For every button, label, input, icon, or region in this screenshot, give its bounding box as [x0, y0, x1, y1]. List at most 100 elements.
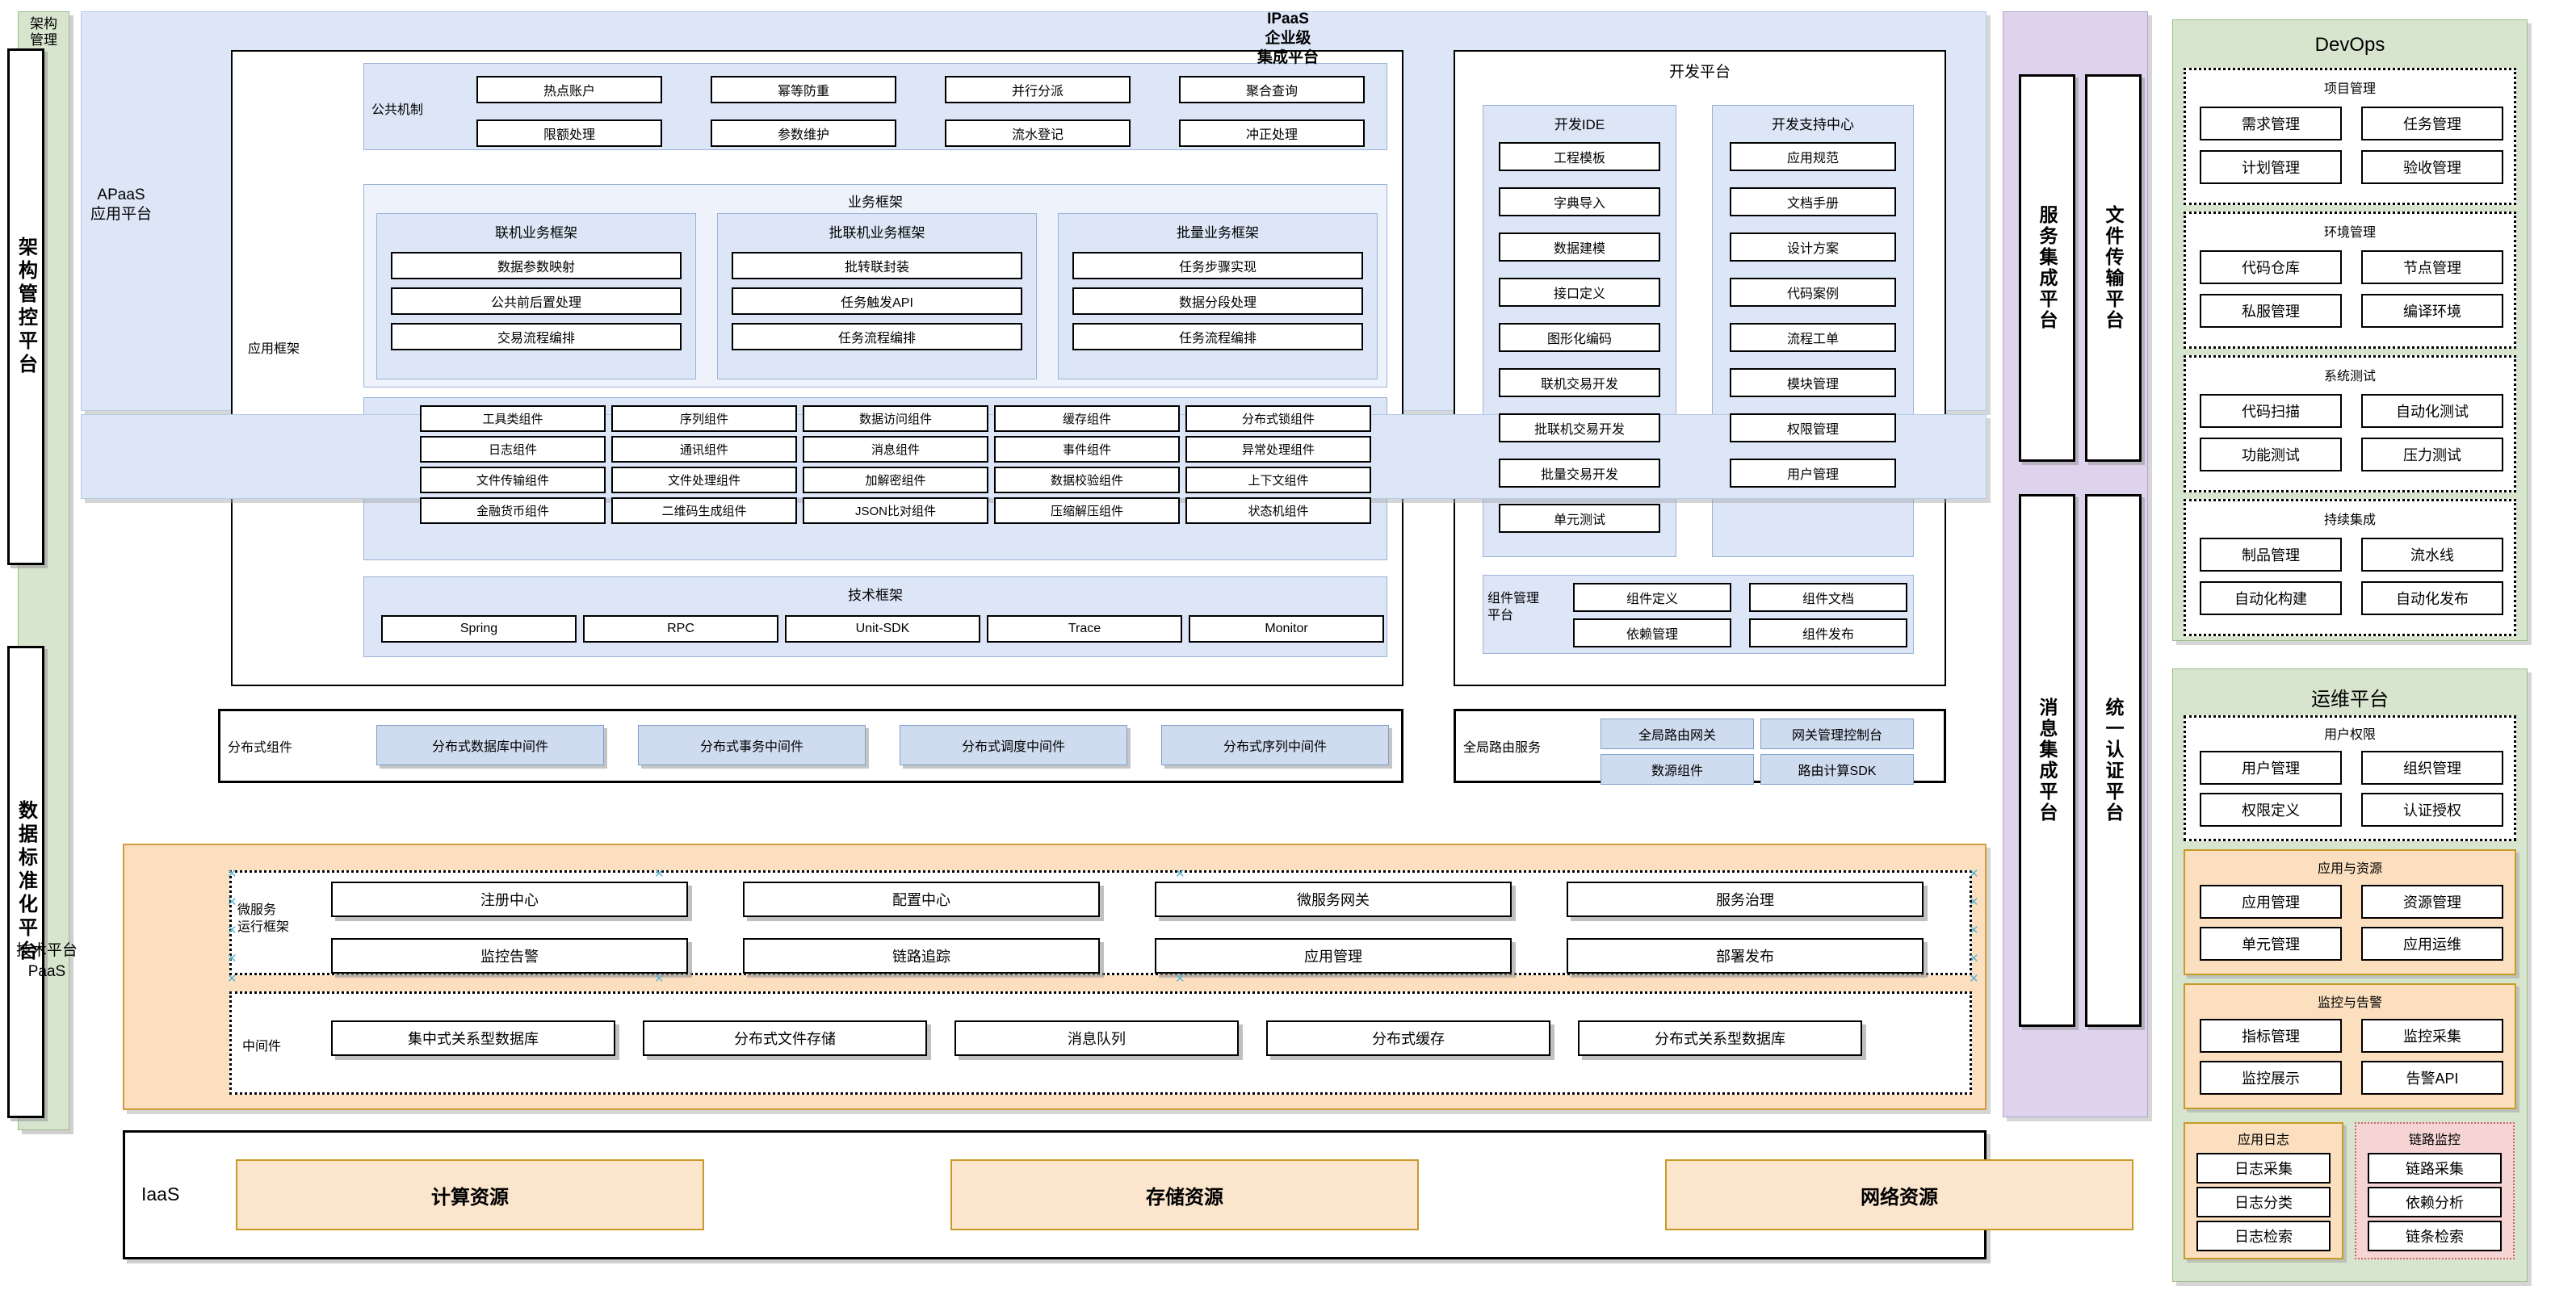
diagram-cell[interactable]: 文件传输组件	[420, 467, 606, 493]
diagram-cell[interactable]: 权限定义	[2200, 793, 2342, 827]
diagram-cell[interactable]: 自动化构建	[2200, 581, 2342, 615]
microservice-cell[interactable]: 注册中心	[331, 882, 688, 917]
diagram-cell[interactable]: 交易流程编排	[391, 323, 682, 350]
diagram-cell[interactable]: 告警API	[2361, 1061, 2503, 1095]
diagram-cell[interactable]: 通讯组件	[611, 436, 797, 463]
diagram-cell[interactable]: 字典导入	[1499, 187, 1660, 216]
distributed-component-cell[interactable]: 分布式事务中间件	[638, 725, 866, 765]
diagram-cell[interactable]: 金融货币组件	[420, 497, 606, 524]
diagram-cell[interactable]: 二维码生成组件	[611, 497, 797, 524]
ipaas-card[interactable]: 文件传输平台	[2085, 74, 2142, 462]
iaas-resource-button[interactable]: 网络资源	[1665, 1159, 2133, 1230]
diagram-cell[interactable]: RPC	[583, 615, 778, 643]
diagram-cell[interactable]: 认证授权	[2361, 793, 2503, 827]
diagram-cell[interactable]: 链路采集	[2368, 1153, 2502, 1184]
diagram-cell[interactable]: 文件处理组件	[611, 467, 797, 493]
distributed-component-cell[interactable]: 分布式序列中间件	[1161, 725, 1389, 765]
diagram-cell[interactable]: 用户管理	[2200, 751, 2342, 785]
diagram-cell[interactable]: 自动化发布	[2361, 581, 2503, 615]
microservice-cell[interactable]: 微服务网关	[1155, 882, 1512, 917]
diagram-cell[interactable]: Trace	[987, 615, 1182, 643]
diagram-cell[interactable]: JSON比对组件	[803, 497, 988, 524]
diagram-cell[interactable]: 节点管理	[2361, 250, 2503, 284]
microservice-cell[interactable]: 应用管理	[1155, 938, 1512, 974]
diagram-cell[interactable]: 分布式锁组件	[1185, 405, 1371, 432]
distributed-component-cell[interactable]: 分布式调度中间件	[900, 725, 1127, 765]
diagram-cell[interactable]: 并行分派	[945, 76, 1131, 103]
diagram-cell[interactable]: 数据校验组件	[994, 467, 1180, 493]
diagram-cell[interactable]: 日志检索	[2196, 1221, 2331, 1251]
diagram-cell[interactable]: 流水登记	[945, 119, 1131, 147]
diagram-cell[interactable]: 自动化测试	[2361, 394, 2503, 428]
diagram-cell[interactable]: 聚合查询	[1179, 76, 1365, 103]
diagram-cell[interactable]: 功能测试	[2200, 438, 2342, 471]
diagram-cell[interactable]: 流水线	[2361, 538, 2503, 572]
diagram-cell[interactable]: 任务流程编排	[732, 323, 1022, 350]
diagram-cell[interactable]: Spring	[381, 615, 577, 643]
diagram-cell[interactable]: 批联机交易开发	[1499, 413, 1660, 442]
middleware-cell[interactable]: 分布式文件存储	[643, 1020, 927, 1056]
diagram-cell[interactable]: 加解密组件	[803, 467, 988, 493]
diagram-cell[interactable]: 计划管理	[2200, 150, 2342, 184]
diagram-cell[interactable]: 组件定义	[1573, 583, 1731, 612]
diagram-cell[interactable]: 组织管理	[2361, 751, 2503, 785]
diagram-cell[interactable]: 文档手册	[1730, 187, 1896, 216]
diagram-cell[interactable]: 任务管理	[2361, 107, 2503, 140]
diagram-cell[interactable]: 工具类组件	[420, 405, 606, 432]
diagram-cell[interactable]: 事件组件	[994, 436, 1180, 463]
diagram-cell[interactable]: 应用管理	[2200, 885, 2342, 919]
middleware-cell[interactable]: 消息队列	[954, 1020, 1239, 1056]
global-routing-cell[interactable]: 数源组件	[1601, 754, 1754, 785]
diagram-cell[interactable]: 批转联封装	[732, 252, 1022, 279]
diagram-cell[interactable]: 消息组件	[803, 436, 988, 463]
diagram-cell[interactable]: 日志分类	[2196, 1187, 2331, 1217]
diagram-cell[interactable]: 上下文组件	[1185, 467, 1371, 493]
left-card-data-standard[interactable]: 数据标准化平台	[7, 646, 44, 1118]
diagram-cell[interactable]: 指标管理	[2200, 1019, 2342, 1053]
diagram-cell[interactable]: 数据参数映射	[391, 252, 682, 279]
middleware-cell[interactable]: 分布式关系型数据库	[1578, 1020, 1862, 1056]
diagram-cell[interactable]: 接口定义	[1499, 278, 1660, 307]
diagram-cell[interactable]: 编译环境	[2361, 294, 2503, 328]
diagram-cell[interactable]: 数据分段处理	[1072, 287, 1363, 315]
diagram-cell[interactable]: 幂等防重	[711, 76, 896, 103]
diagram-cell[interactable]: 压缩解压组件	[994, 497, 1180, 524]
distributed-component-cell[interactable]: 分布式数据库中间件	[376, 725, 604, 765]
diagram-cell[interactable]: 序列组件	[611, 405, 797, 432]
diagram-cell[interactable]: 任务流程编排	[1072, 323, 1363, 350]
microservice-cell[interactable]: 服务治理	[1567, 882, 1924, 917]
diagram-cell[interactable]: 需求管理	[2200, 107, 2342, 140]
diagram-cell[interactable]: 设计方案	[1730, 233, 1896, 262]
diagram-cell[interactable]: 联机交易开发	[1499, 368, 1660, 397]
diagram-cell[interactable]: 私服管理	[2200, 294, 2342, 328]
ipaas-card[interactable]: 统一认证平台	[2085, 494, 2142, 1027]
diagram-cell[interactable]: 图形化编码	[1499, 323, 1660, 352]
diagram-cell[interactable]: 任务触发API	[732, 287, 1022, 315]
microservice-cell[interactable]: 监控告警	[331, 938, 688, 974]
diagram-cell[interactable]: 验收管理	[2361, 150, 2503, 184]
diagram-cell[interactable]: 应用规范	[1730, 142, 1896, 171]
diagram-cell[interactable]: 依赖管理	[1573, 618, 1731, 647]
microservice-cell[interactable]: 配置中心	[743, 882, 1100, 917]
diagram-cell[interactable]: 任务步骤实现	[1072, 252, 1363, 279]
diagram-cell[interactable]: 链条检索	[2368, 1221, 2502, 1251]
diagram-cell[interactable]: Unit-SDK	[785, 615, 980, 643]
microservice-cell[interactable]: 部署发布	[1567, 938, 1924, 974]
diagram-cell[interactable]: 热点账户	[476, 76, 662, 103]
diagram-cell[interactable]: 权限管理	[1730, 413, 1896, 442]
diagram-cell[interactable]: 异常处理组件	[1185, 436, 1371, 463]
diagram-cell[interactable]: 状态机组件	[1185, 497, 1371, 524]
diagram-cell[interactable]: 代码扫描	[2200, 394, 2342, 428]
diagram-cell[interactable]: 日志组件	[420, 436, 606, 463]
diagram-cell[interactable]: 参数维护	[711, 119, 896, 147]
diagram-cell[interactable]: 资源管理	[2361, 885, 2503, 919]
diagram-cell[interactable]: 代码仓库	[2200, 250, 2342, 284]
iaas-resource-button[interactable]: 存储资源	[950, 1159, 1419, 1230]
ipaas-card[interactable]: 消息集成平台	[2019, 494, 2075, 1027]
diagram-cell[interactable]: 监控展示	[2200, 1061, 2342, 1095]
diagram-cell[interactable]: 数据建模	[1499, 233, 1660, 262]
diagram-cell[interactable]: 单元测试	[1499, 504, 1660, 533]
diagram-cell[interactable]: 代码案例	[1730, 278, 1896, 307]
diagram-cell[interactable]: 流程工单	[1730, 323, 1896, 352]
middleware-cell[interactable]: 分布式缓存	[1266, 1020, 1550, 1056]
